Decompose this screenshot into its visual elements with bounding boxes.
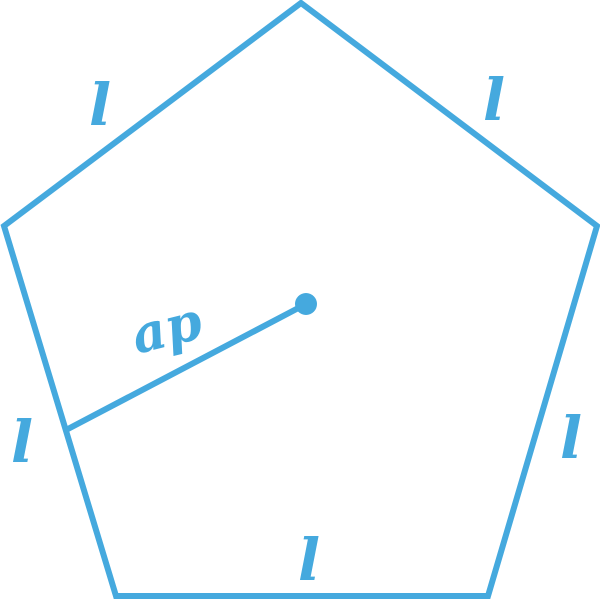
side-label-top-right: l xyxy=(483,66,505,134)
side-label-left: l xyxy=(11,408,33,476)
center-point xyxy=(295,293,317,315)
apothem-line xyxy=(63,301,309,433)
side-label-top-left: l xyxy=(89,71,111,139)
side-label-right: l xyxy=(560,404,582,472)
side-label-bottom: l xyxy=(298,526,320,594)
